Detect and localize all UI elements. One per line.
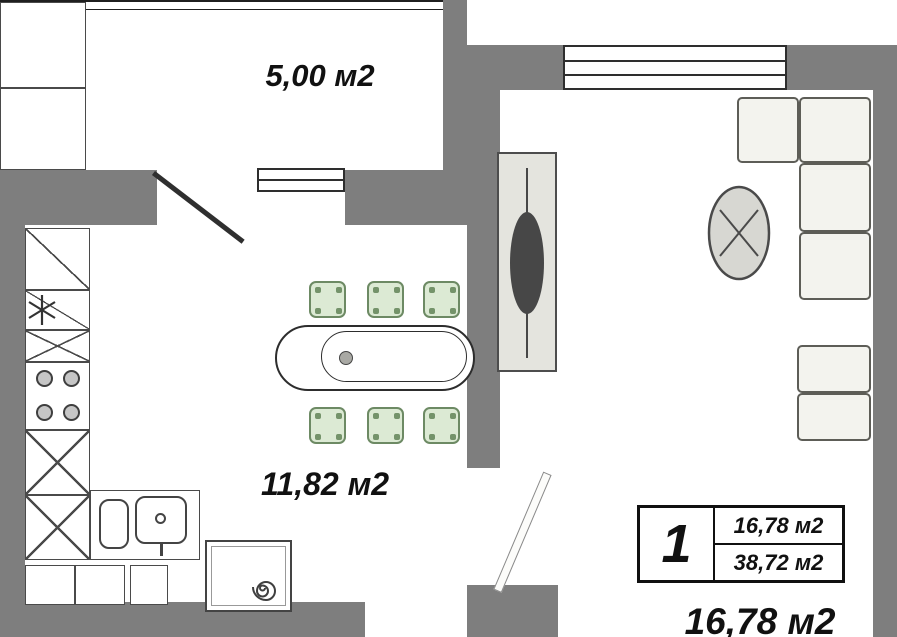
kitchen-cabinet-bottom-1 [25,565,75,605]
sink-basin-left [99,499,129,549]
armchair-back [797,345,871,393]
balcony-area-label: 5,00 м2 [265,58,375,93]
armchair-seat [797,393,871,441]
balcony-glazing [0,0,443,10]
stove [25,362,90,430]
kitchen-balcony-window [257,168,345,192]
burner [36,404,53,421]
vent-cell [25,290,90,330]
kitchen-area-label: 11,82 м2 [260,466,390,502]
dining-table [275,325,475,391]
wall-balcony-right [443,0,467,225]
chair [423,407,460,444]
faucet-icon [155,513,166,524]
burner [63,404,80,421]
living-room-area-label: 16,78 м2 [684,601,836,637]
wardrobe [497,152,557,372]
balcony-door-leaf [152,171,245,244]
spiral-icon [252,581,276,602]
fridge [25,228,90,290]
dining-table-knob [339,351,353,365]
wall-room-divider [467,45,500,468]
wall-door-chunk [467,585,558,637]
kitchen-sink-unit [90,490,200,560]
sofa-right-cushion-1 [799,163,871,232]
window-pane-line [565,60,785,62]
chair [309,281,346,318]
wall-bottom [0,602,365,637]
chair [423,281,460,318]
faucet-stem [160,544,163,556]
rooms-count: 1 [640,508,715,580]
asterisk-icon [28,295,56,325]
washing-machine [205,540,292,612]
total-area-value: 38,72 м2 [733,549,824,575]
kitchen-cabinet-x3 [25,495,90,560]
chair [367,281,404,318]
chair [367,407,404,444]
burner [36,370,53,387]
wall-balcony-bottom-left [0,170,157,225]
burner [63,370,80,387]
dining-table-inner [321,331,467,382]
washing-machine-inner [211,546,286,606]
wall-right [873,45,897,637]
apartment-summary-box: 1 16,78 м2 38,72 м2 [637,505,845,583]
kitchen-cabinet-bottom-3 [130,565,168,605]
round-table [707,185,771,281]
living-area-value: 16,78 м2 [715,508,842,545]
kitchen-cabinet-bottom-2 [75,565,125,605]
kitchen-cabinet-x2 [25,430,90,495]
wardrobe-mirror [510,212,544,314]
sofa-top-cushion [799,97,871,163]
living-room-door-leaf [493,471,552,593]
summary-areas: 16,78 м2 38,72 м2 [715,508,842,580]
balcony-cabinet-top [0,2,86,88]
chair [309,407,346,444]
sink-basin-right [135,496,187,544]
sofa-corner-cushion [737,97,799,163]
window-pane-line [565,74,785,76]
sofa-right-cushion-2 [799,232,871,300]
wall-left [0,170,25,602]
kitchen-cabinet-x1 [25,330,90,362]
window-pane-line [259,179,343,181]
balcony-cabinet-bottom [0,88,86,170]
living-room-window [563,45,787,90]
wall-top-left-of-window [443,45,563,90]
